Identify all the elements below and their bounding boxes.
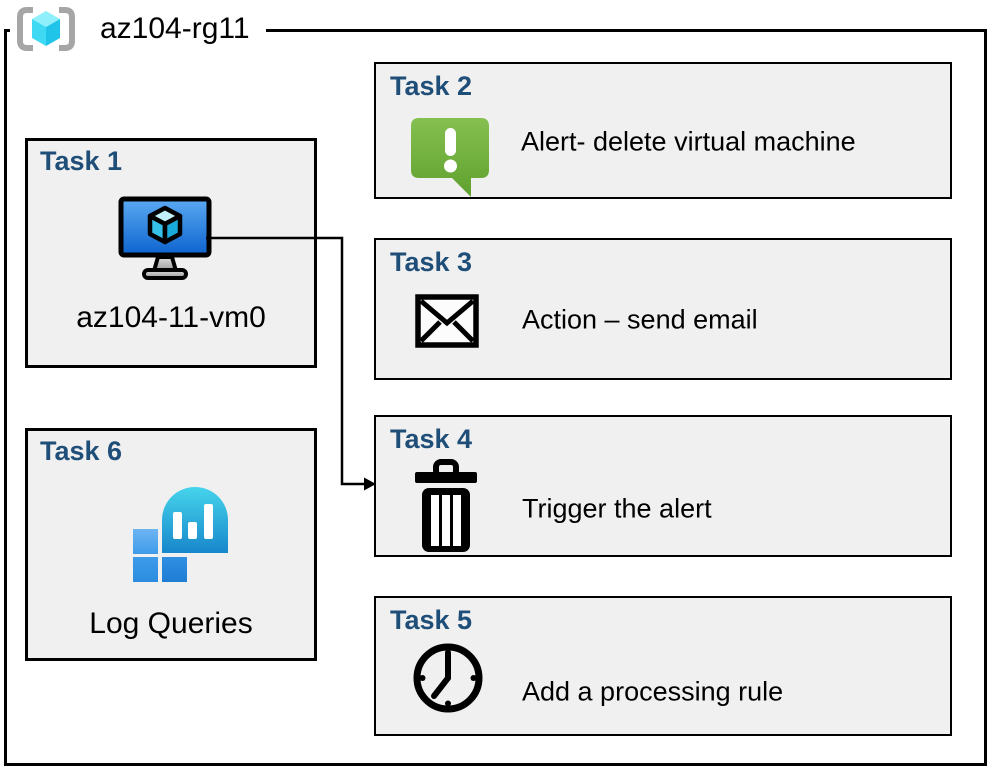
task5-label: Add a processing rule [522,676,784,707]
resource-group-header: az104-rg11 [10,3,266,55]
task-card-5: Task 5 Add a processing rule [374,596,952,736]
resource-group-icon [14,5,78,53]
virtual-machine-icon [117,195,213,281]
task3-label: Action – send email [522,304,758,335]
task2-title: Task 2 [390,71,473,101]
trash-can-icon [413,459,479,555]
task-card-1: Task 1 az104-11-vm0 [25,138,317,368]
task3-title: Task 3 [390,247,473,277]
resource-group-label: az104-rg11 [100,12,250,45]
clock-icon [410,640,486,716]
task-card-3: Task 3 Action – send email [374,238,952,380]
task4-title: Task 4 [390,424,473,454]
task4-label: Trigger the alert [522,493,712,524]
alert-message-icon [407,116,493,200]
email-envelope-icon [415,294,479,348]
task6-label: Log Queries [89,607,253,640]
log-queries-icon [130,485,230,583]
task1-title: Task 1 [40,146,123,176]
task5-title: Task 5 [390,605,473,635]
task1-label: az104-11-vm0 [76,301,266,334]
task6-title: Task 6 [40,436,123,466]
task2-label: Alert- delete virtual machine [521,126,856,157]
task-card-2: Task 2 Alert- delete virtual machine [374,62,952,199]
task-card-4: Task 4 Trigger the alert [374,415,952,557]
task-card-6: Task 6 [25,428,317,661]
